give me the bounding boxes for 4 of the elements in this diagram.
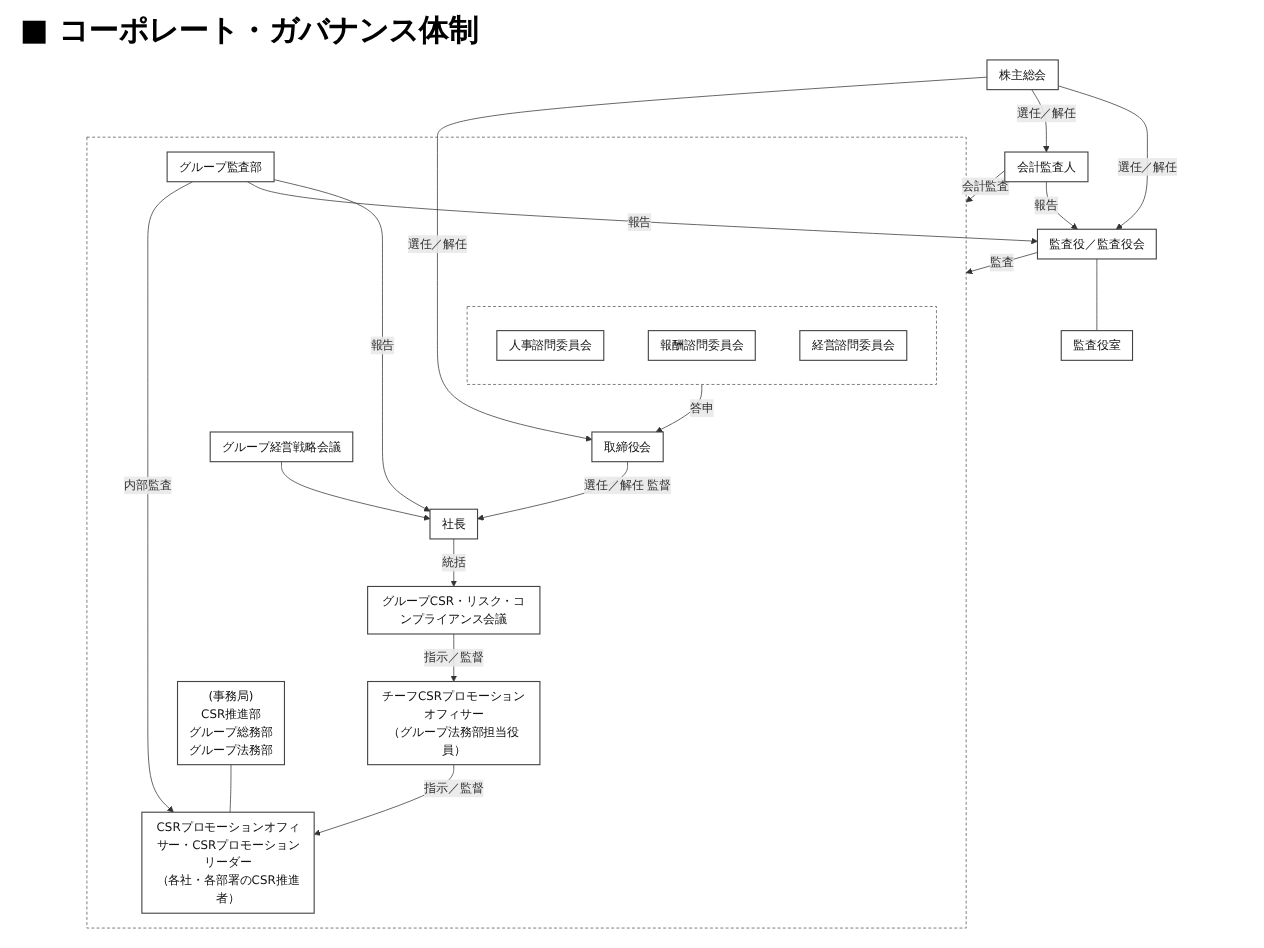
connector [229, 764, 232, 813]
cluster [466, 306, 937, 385]
connector [1096, 258, 1098, 331]
diagram-title: ■ コーポレート・ガバナンス体制 [20, 12, 481, 50]
